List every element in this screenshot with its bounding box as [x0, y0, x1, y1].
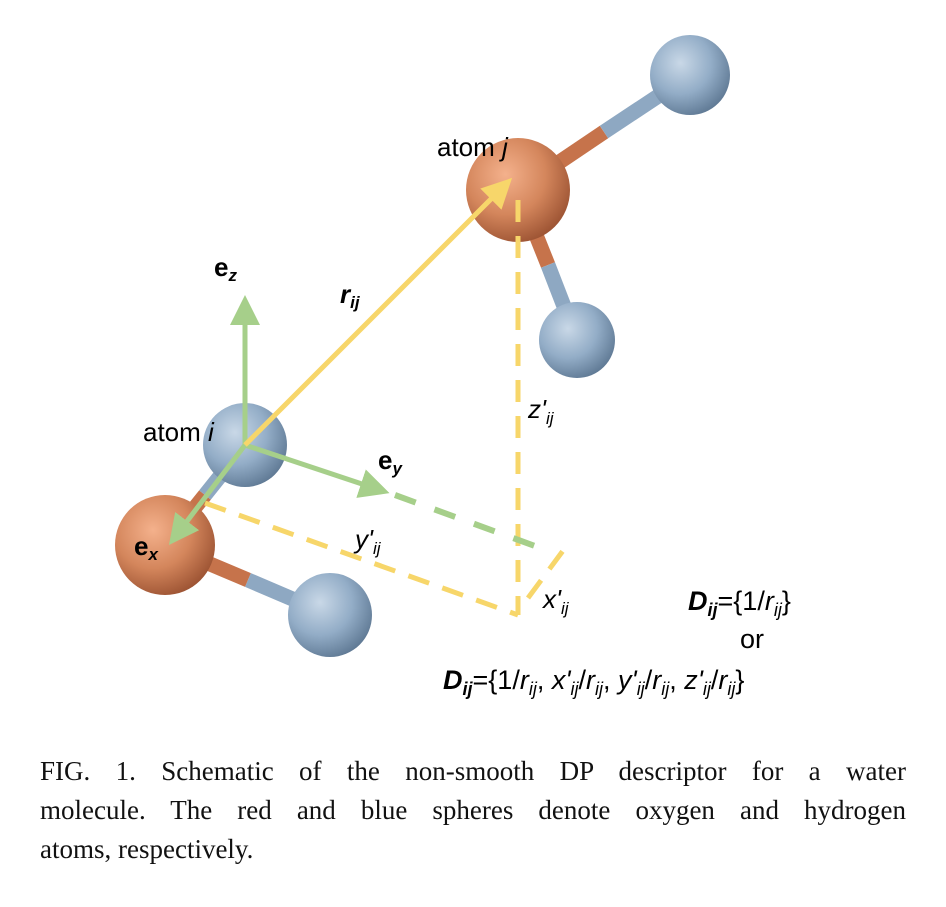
descriptor-formula-short: Dij={1/rij} — [688, 586, 791, 620]
hydrogen-atom — [539, 302, 615, 378]
formula-part: , — [603, 665, 618, 695]
formula-part: } — [782, 586, 791, 616]
formula-part: , — [669, 665, 684, 695]
formula-part: ={1/ — [473, 665, 521, 695]
formula-part: x' — [550, 665, 572, 695]
atom-j-label: atom j — [437, 132, 509, 162]
oxygen-atom-j — [466, 138, 570, 242]
formula-part: ij — [708, 600, 719, 620]
caption-line: FIG. 1. Schematic of the non-smooth DP d… — [40, 756, 906, 786]
formula-part: } — [735, 665, 744, 695]
formula-part: ij — [661, 679, 670, 699]
formula-part: ij — [571, 679, 580, 699]
formula-part: ij — [637, 679, 646, 699]
z-prime-label: z'ij — [527, 394, 555, 428]
formula-part: ij — [463, 679, 474, 699]
formula-part: D — [688, 586, 708, 616]
rij-vector-arrow — [243, 177, 513, 447]
x-prime-label: x'ij — [541, 584, 570, 618]
or-label: or — [740, 624, 764, 654]
formula-part: r — [718, 665, 728, 695]
atom-i-label: atom i — [143, 417, 215, 447]
ey-axis-arrow — [244, 442, 390, 498]
formula-part: ij — [727, 679, 736, 699]
formula-part: r — [520, 665, 530, 695]
hydrogen-atom — [288, 573, 372, 657]
formula-part: , — [537, 665, 552, 695]
descriptor-formula-full: Dij={1/rij, x'ij/rij, y'ij/rij, z'ij/rij… — [443, 665, 744, 699]
ex-axis-arrow — [168, 443, 247, 545]
ey-label: ey — [378, 445, 403, 478]
projection-lines — [204, 200, 568, 618]
ey-extension-line — [393, 492, 537, 549]
formula-part: / — [711, 665, 719, 695]
formula-part: z' — [683, 665, 704, 695]
caption-line: atoms, respectively. — [40, 834, 254, 864]
ez-label: ez — [214, 252, 237, 285]
formula-part: ={1/ — [718, 586, 766, 616]
formula-part: / — [579, 665, 587, 695]
formula-part: ij — [595, 679, 604, 699]
ex-label: ex — [134, 531, 159, 564]
figure-caption: FIG. 1. Schematic of the non-smooth DP d… — [40, 752, 906, 869]
y-prime-label: y'ij — [353, 524, 382, 558]
formula-part: r — [652, 665, 662, 695]
formula-part: ij — [774, 600, 783, 620]
y-projection-line — [204, 500, 519, 618]
formula-part: ij — [529, 679, 538, 699]
x-projection-line — [525, 546, 568, 600]
hydrogen-atom — [650, 35, 730, 115]
formula-part: r — [586, 665, 596, 695]
rij-label: rij — [340, 279, 361, 312]
formula-part: r — [765, 586, 775, 616]
formula-part: y' — [616, 665, 638, 695]
oxygen-atom — [115, 495, 215, 595]
formula-part: / — [645, 665, 653, 695]
formula-part: ij — [703, 679, 712, 699]
formula-part: D — [443, 665, 463, 695]
caption-line: molecule. The red and blue spheres denot… — [40, 795, 906, 825]
